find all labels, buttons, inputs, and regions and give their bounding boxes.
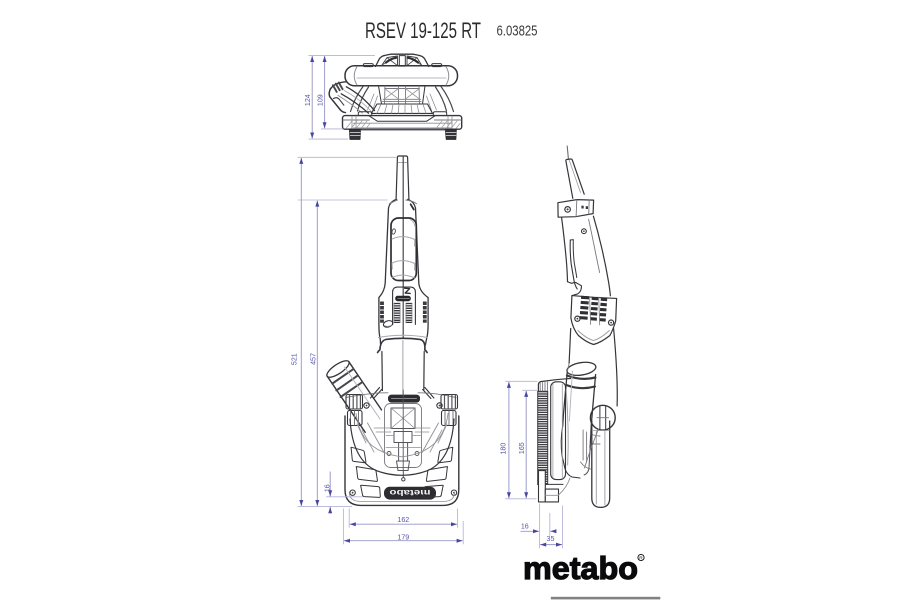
svg-text:165: 165 [518, 442, 526, 454]
svg-text:457: 457 [310, 353, 318, 365]
svg-text:6.03825: 6.03825 [497, 23, 538, 40]
svg-text:R: R [639, 555, 643, 561]
svg-text:35: 35 [547, 535, 555, 543]
svg-text:RSEV 19-125 RT: RSEV 19-125 RT [365, 18, 481, 43]
svg-text:162: 162 [397, 516, 409, 524]
svg-text:180: 180 [500, 443, 508, 455]
svg-text:metabo: metabo [523, 550, 638, 586]
svg-text:179: 179 [397, 534, 409, 542]
svg-text:109: 109 [316, 94, 324, 106]
svg-text:521: 521 [291, 353, 299, 365]
svg-text:124: 124 [304, 94, 312, 106]
svg-text:16: 16 [323, 484, 331, 492]
svg-text:16: 16 [521, 523, 529, 531]
svg-text:metabo: metabo [390, 488, 431, 498]
